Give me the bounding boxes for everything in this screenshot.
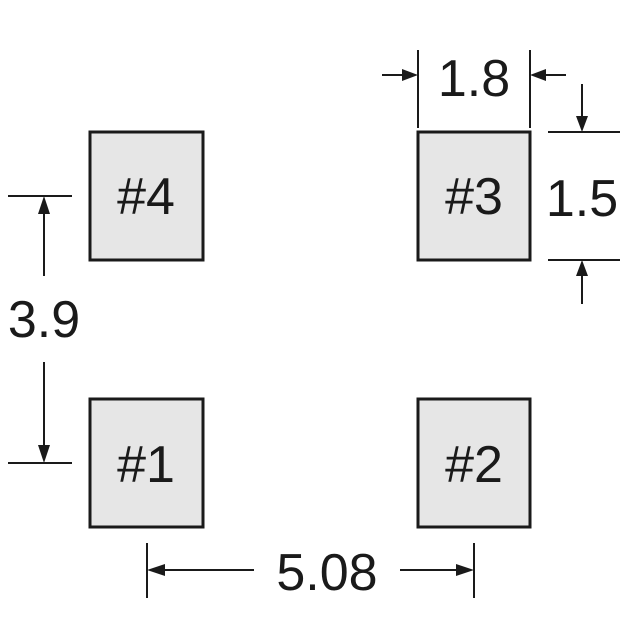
dimension-vertical-pitch: 3.9 (8, 195, 80, 464)
pad-1-label: #1 (117, 436, 175, 494)
pad-2-label: #2 (445, 436, 503, 494)
pad-4: #4 (88, 130, 205, 262)
pad-height-label: 1.5 (546, 170, 618, 228)
horizontal-pitch-label: 5.08 (276, 544, 377, 602)
pad-3-label: #3 (445, 168, 503, 226)
dimension-pad-height: 1.5 (546, 84, 620, 304)
vertical-pitch-label: 3.9 (8, 291, 80, 349)
dimension-pad-width: 1.8 (382, 50, 566, 128)
pad-2: #2 (416, 397, 532, 529)
pad-1: #1 (88, 397, 205, 529)
pad-3: #3 (416, 130, 532, 262)
pad-4-label: #4 (117, 168, 175, 226)
pad-width-label: 1.8 (438, 50, 510, 108)
dimension-horizontal-pitch: 5.08 (146, 543, 475, 602)
